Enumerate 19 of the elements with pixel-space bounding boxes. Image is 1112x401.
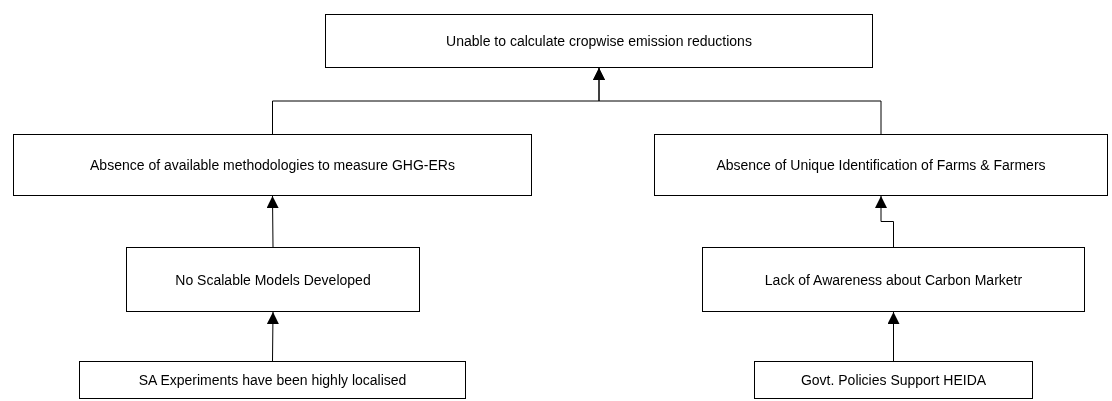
arrow [593,67,882,135]
arrow [875,195,894,248]
process-box [754,361,1033,399]
process-box [325,14,873,68]
box-text: No Scalable Models Developed [175,271,371,288]
box-text: Unable to calculate cropwise emission reductions [446,33,752,49]
box-text: SA Experiments have been highly localised [138,372,407,388]
process-box [654,134,1108,196]
box-text: Lack of Awareness about Carbon Marketr [764,271,1023,288]
process-box [13,134,532,196]
process-box [79,361,466,399]
box-text: Govt. Policies Support HEIDA [800,372,987,388]
arrow [266,195,279,248]
box-text: Absence of available methodologies to measure GHG-ERs [90,157,455,173]
arrow [887,311,900,362]
box-text: Absence of Unique Identification of Farms & Farmers [716,157,1046,173]
process-box [702,247,1085,312]
process-box [126,247,420,312]
arrow [266,311,279,362]
